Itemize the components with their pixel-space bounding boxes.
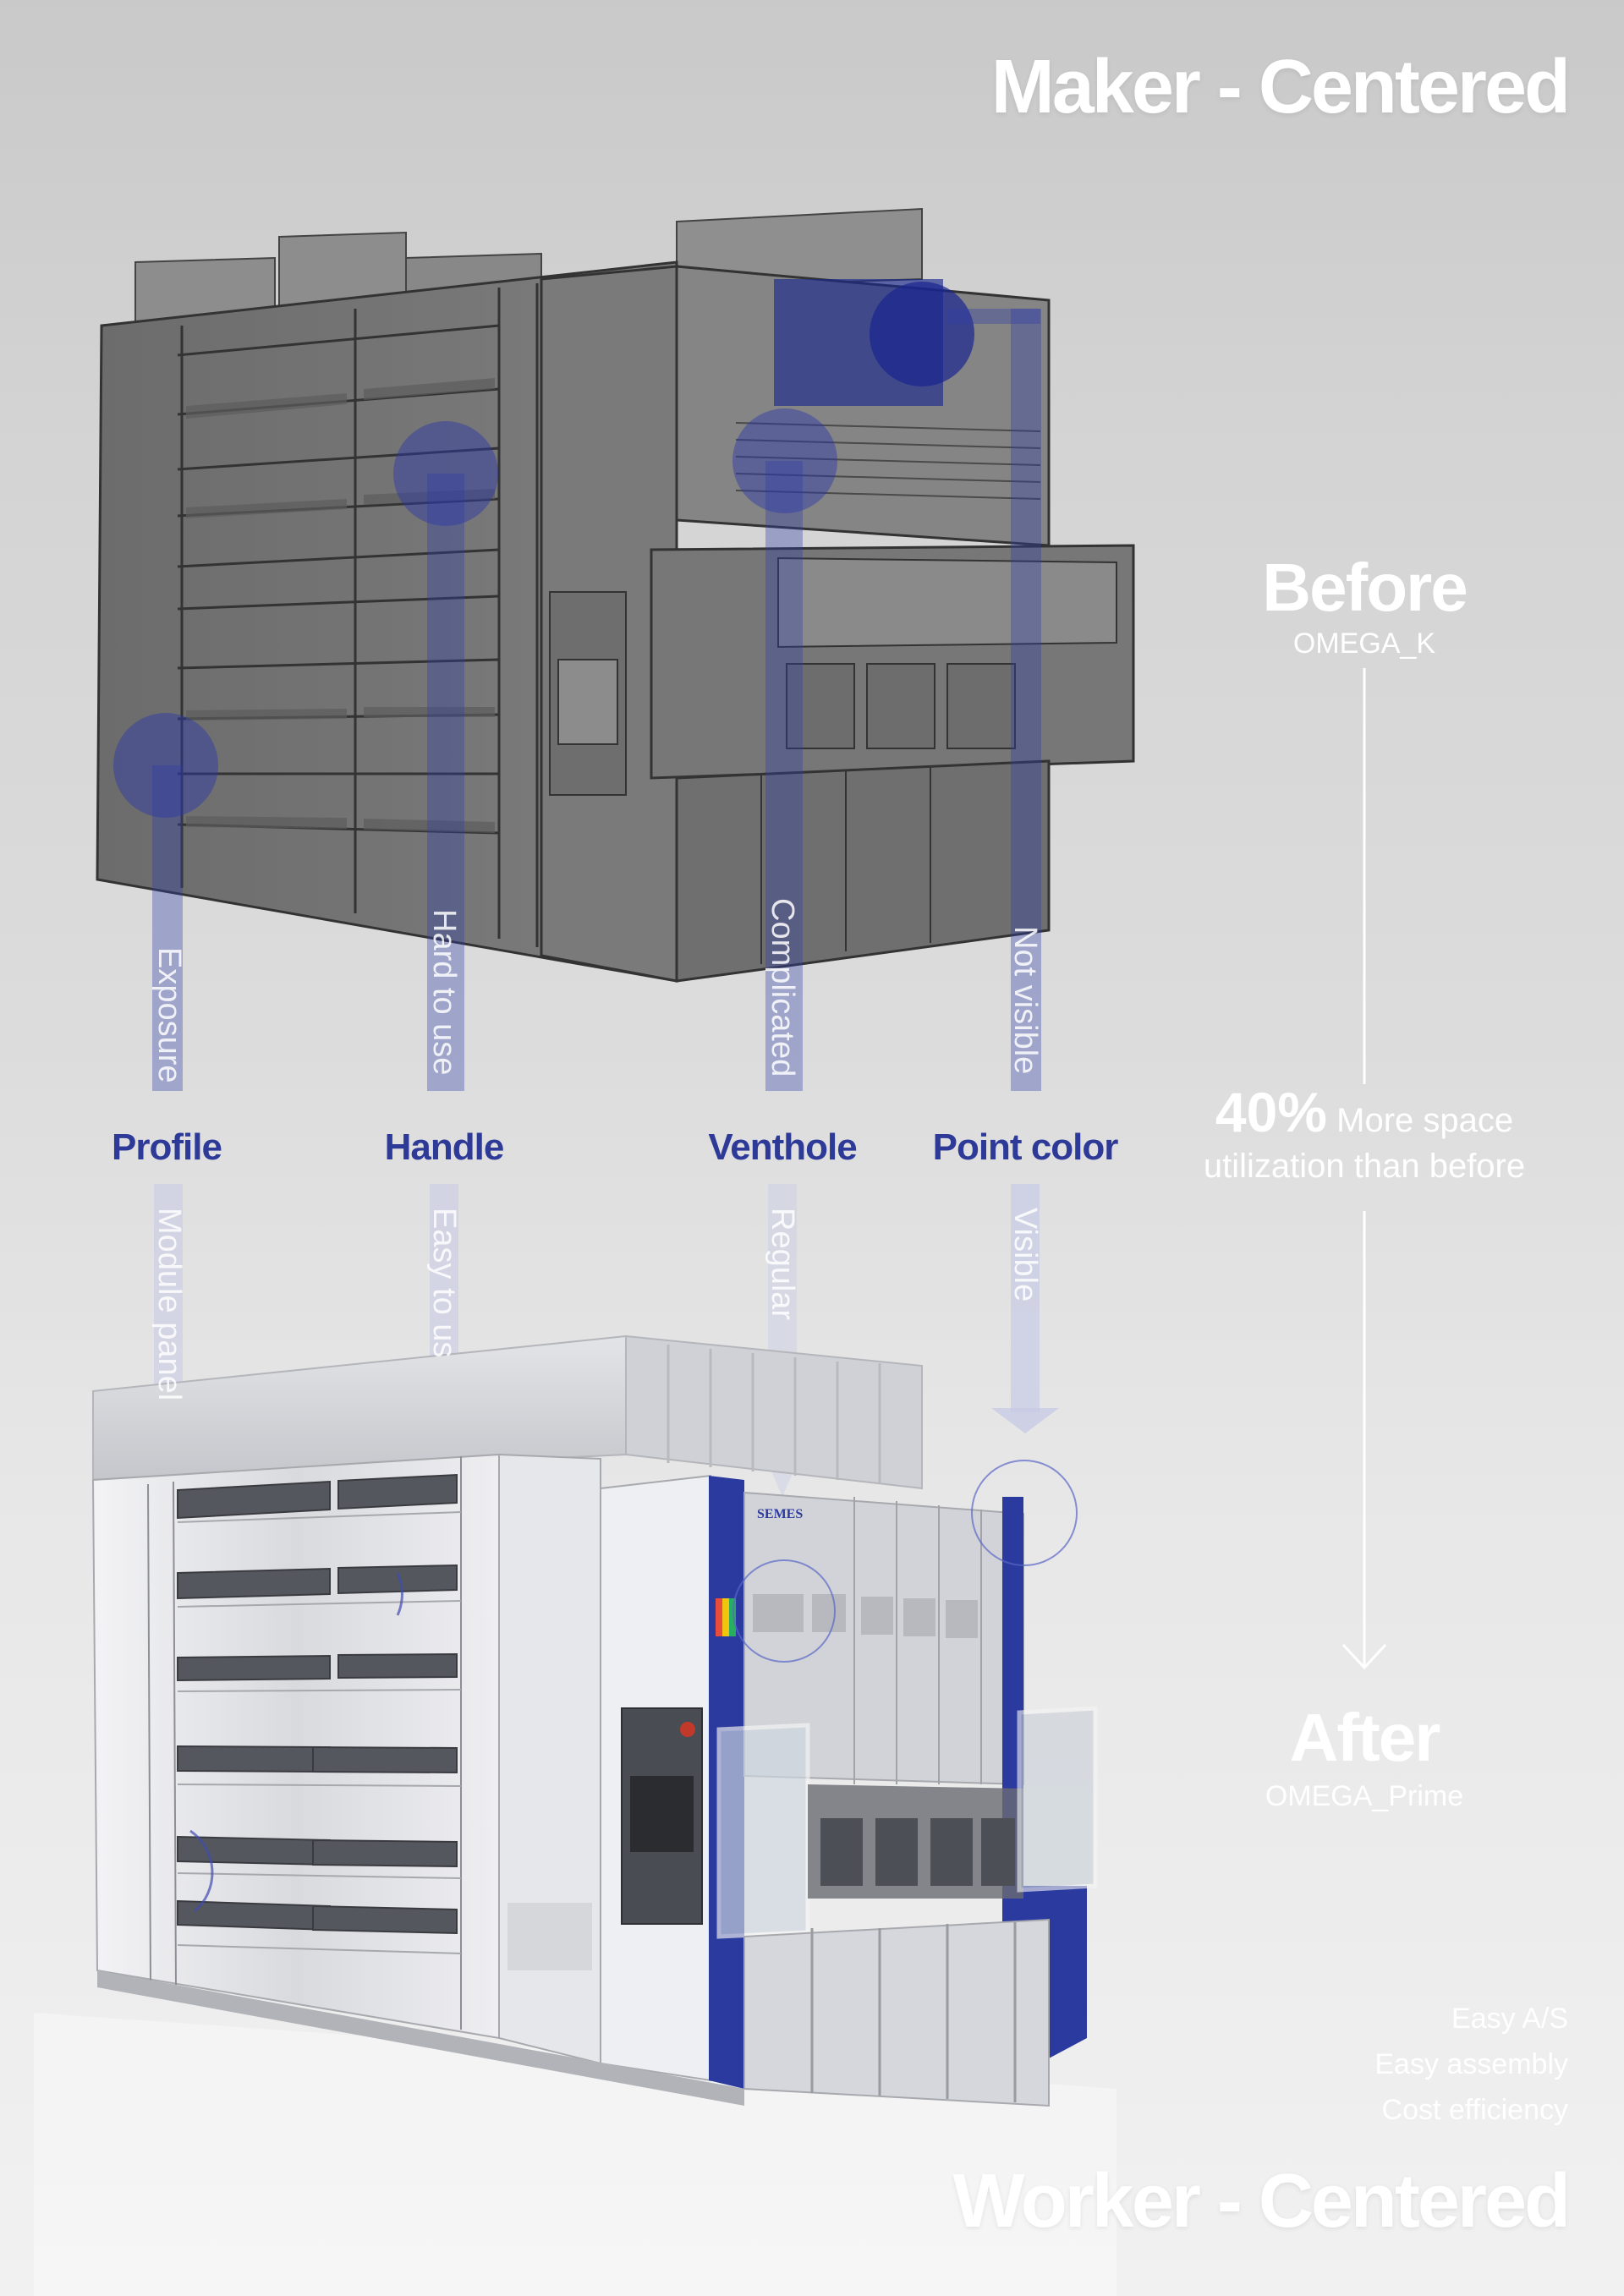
feature-label-profile: Profile (112, 1126, 222, 1168)
before-text-handle: Hard to use (426, 909, 462, 1076)
stat-line1: More space (1336, 1102, 1514, 1139)
before-after-arrow (1341, 668, 1387, 1670)
brand-badge: SEMES (757, 1507, 804, 1521)
feature-label-venthole: Venthole (708, 1126, 857, 1168)
feature-label-point-color: Point color (932, 1126, 1119, 1168)
benefit-easy-assembly: Easy assembly (1374, 2048, 1568, 2080)
stat-percent: 40% (1215, 1081, 1327, 1143)
after-text-profile: Module panel (151, 1208, 187, 1401)
benefit-easy-as: Easy A/S (1451, 2003, 1568, 2035)
machine-after (34, 1334, 1116, 2296)
before-text-point-color: Not visible (1007, 926, 1043, 1075)
title-maker-centered: Maker - Centered (990, 45, 1571, 129)
machine-before (96, 207, 1135, 1091)
after-text-venthole: Regular (765, 1208, 800, 1321)
stat-line2: utilization than before (1203, 1148, 1526, 1185)
benefit-cost-efficiency: Cost efficiency (1381, 2094, 1568, 2126)
before-text-venthole: Complicated (765, 898, 800, 1077)
feature-label-handle: Handle (384, 1126, 505, 1168)
before-heading: Before (1262, 550, 1468, 625)
space-stat: 40% More space utilization than before (1153, 1084, 1576, 1189)
before-text-profile: Exposure (151, 947, 187, 1083)
after-heading: After (1289, 1700, 1441, 1775)
after-text-handle: Easy to us (426, 1208, 462, 1358)
title-worker-centered: Worker - Centered (952, 2159, 1571, 2244)
after-model: OMEGA_Prime (1265, 1780, 1464, 1812)
before-model: OMEGA_K (1292, 627, 1436, 660)
after-text-point-color: Visible (1007, 1208, 1043, 1302)
